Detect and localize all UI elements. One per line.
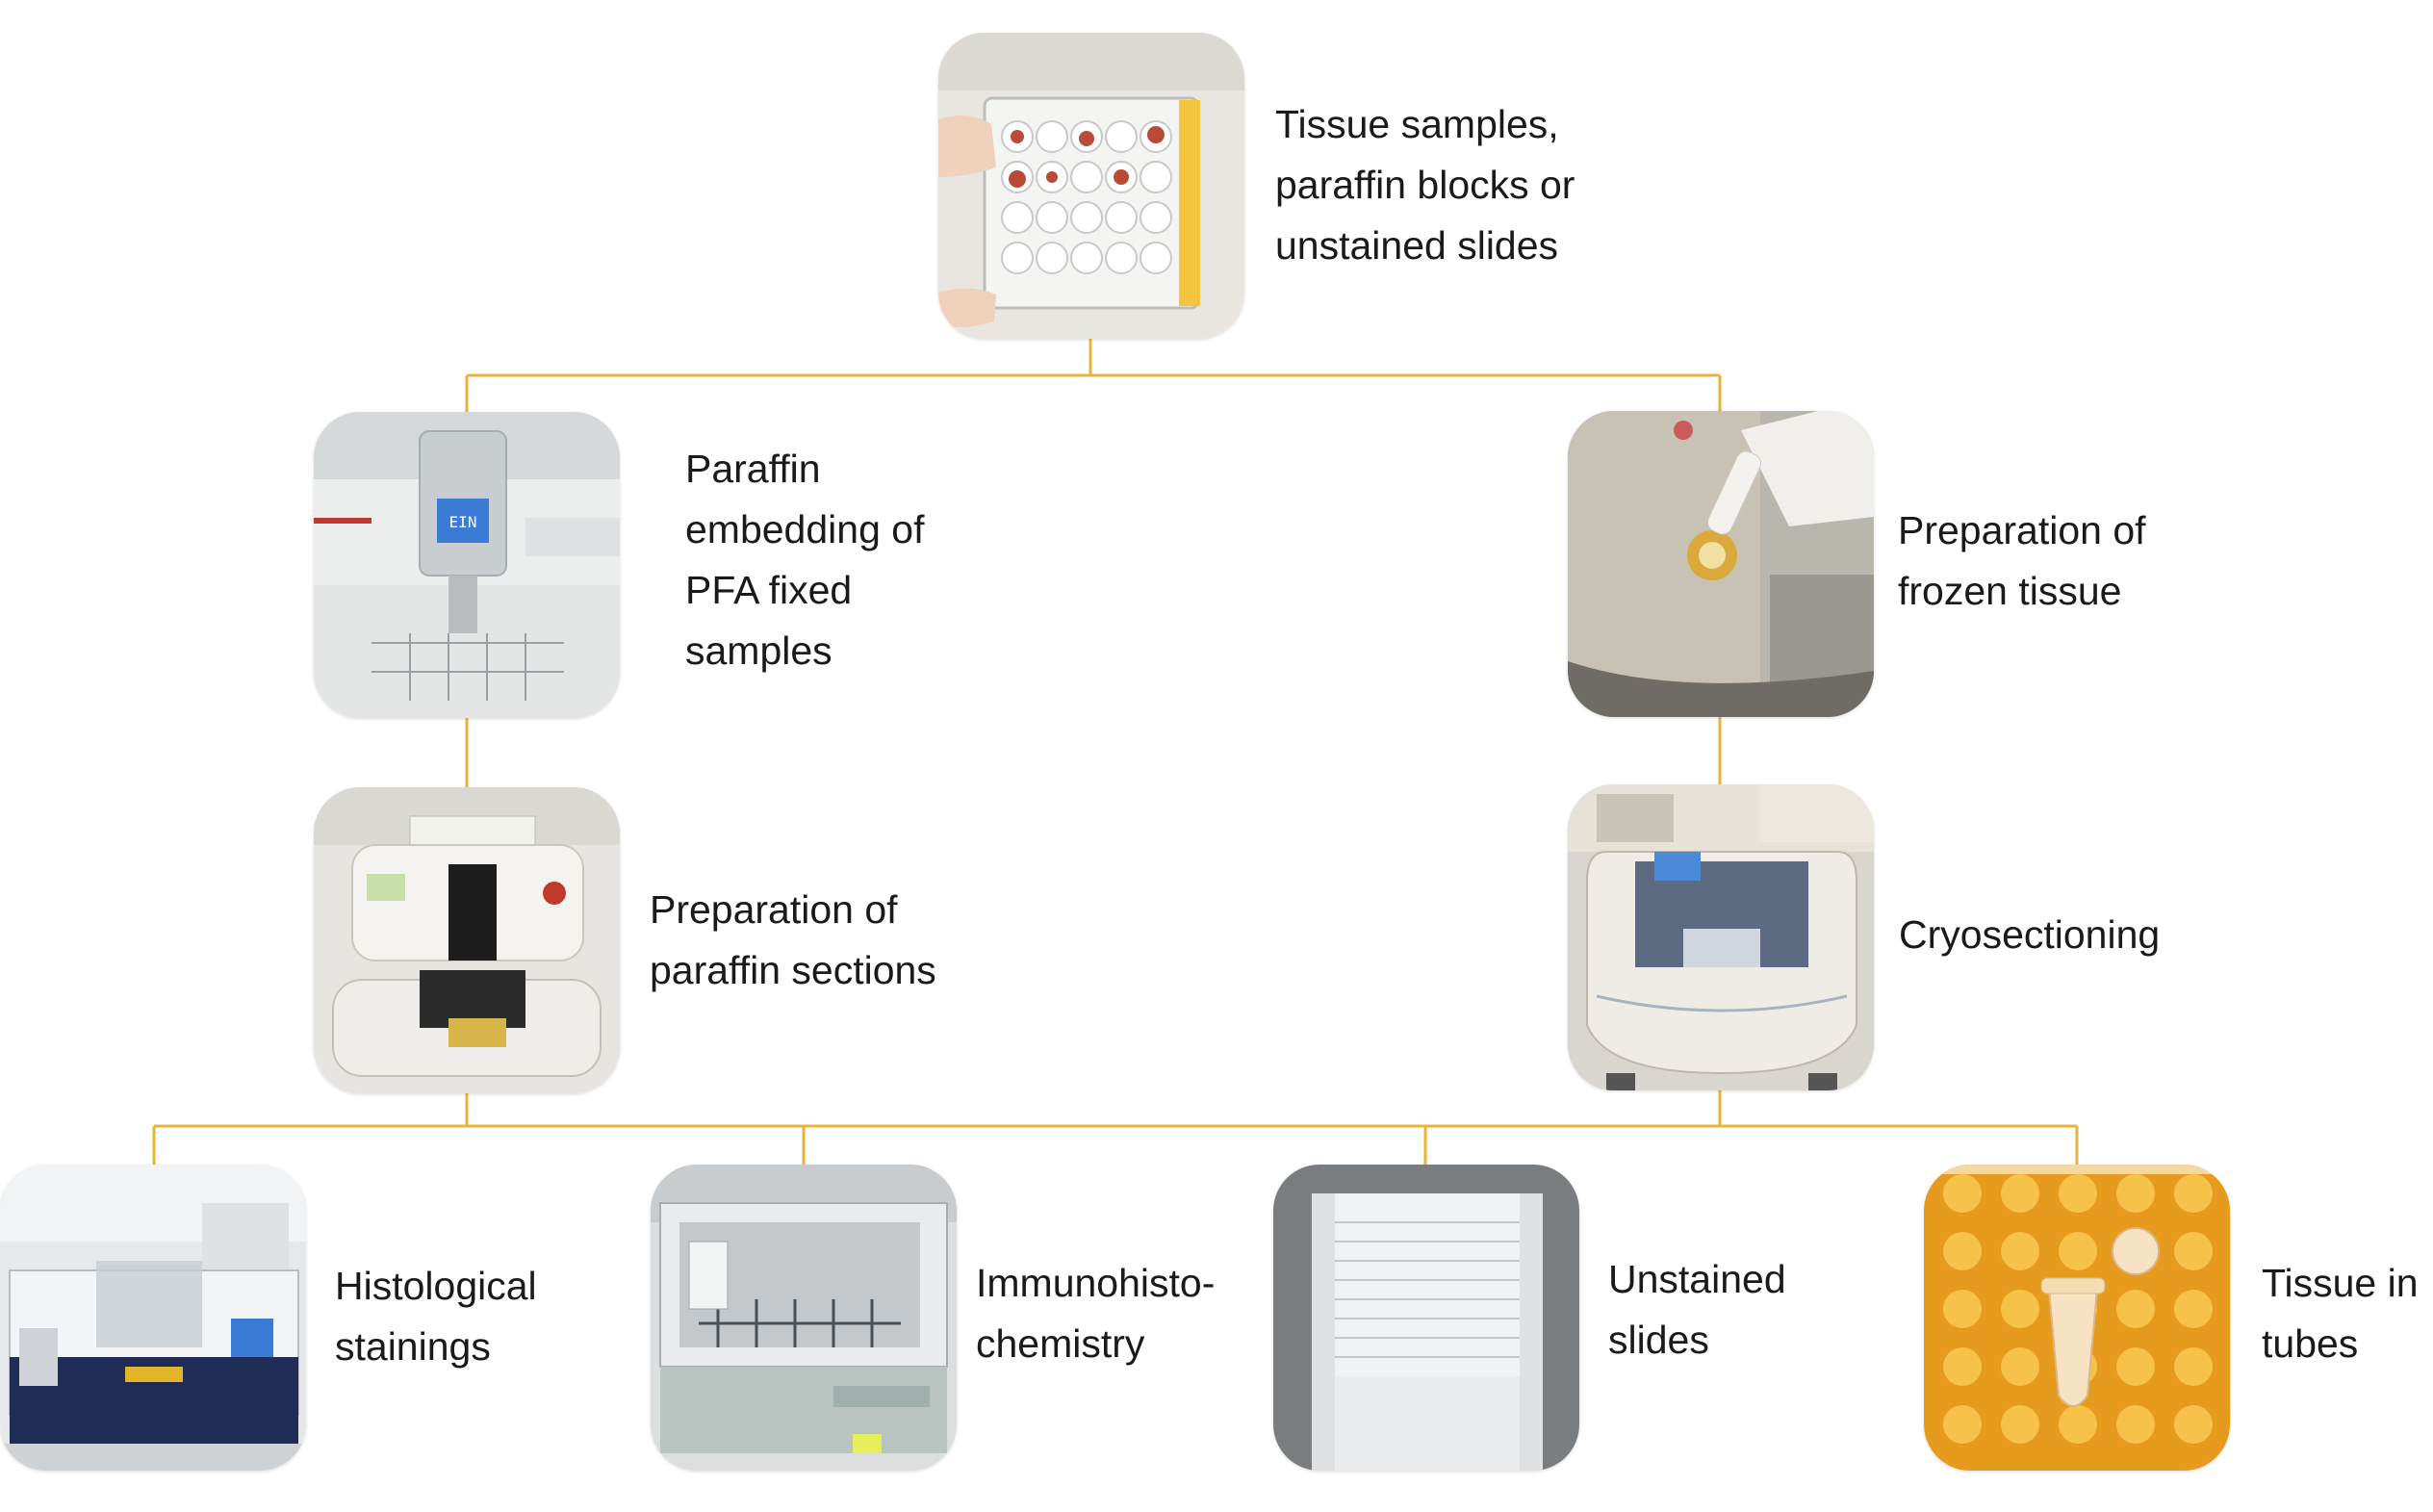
paraffin-embedding-label: Paraffin embedding of PFA fixed samples: [685, 447, 925, 673]
cryosectioning-label: Cryosectioning: [1899, 912, 2161, 957]
svg-text:EIN: EIN: [449, 513, 477, 531]
stainer-icon: [0, 1165, 306, 1471]
tube-rack-icon: [1924, 1165, 2230, 1471]
frozen-tissue-photo: [1568, 411, 1874, 717]
paraffin-sections-photo: [314, 787, 620, 1093]
tissue-in-tubes-label: Tissue in tubes: [2262, 1261, 2419, 1366]
cryosectioning-photo: [1568, 784, 1874, 1090]
cryostat-icon: [1568, 784, 1874, 1090]
microtome-icon: [314, 787, 620, 1093]
slide-tray-icon: [1273, 1165, 1579, 1471]
immunohistochemistry-photo: [651, 1165, 957, 1471]
unstained-slides-label: Unstained slides: [1608, 1257, 1786, 1362]
embedding-station-icon: EIN: [314, 412, 620, 718]
frozen-tissue-label: Preparation of frozen tissue: [1898, 508, 2146, 613]
tissue-in-tubes-photo: [1924, 1165, 2230, 1471]
histological-stainings-label: Histological stainings: [335, 1264, 537, 1369]
cryomold-icon: [1568, 411, 1874, 717]
tissue-samples-label: Tissue samples, paraffin blocks or unsta…: [1275, 102, 1575, 268]
paraffin-embedding-photo: EIN: [314, 412, 620, 718]
unstained-slides-photo: [1273, 1165, 1579, 1471]
well-plate-icon: [938, 33, 1244, 339]
histological-stainings-photo: [0, 1165, 306, 1471]
tissue-samples-photo: [938, 33, 1244, 339]
paraffin-sections-label: Preparation of paraffin sections: [650, 887, 936, 992]
immunohistochemistry-label: Immunohisto- chemistry: [976, 1261, 1216, 1366]
ihc-autostainer-icon: [651, 1165, 957, 1471]
